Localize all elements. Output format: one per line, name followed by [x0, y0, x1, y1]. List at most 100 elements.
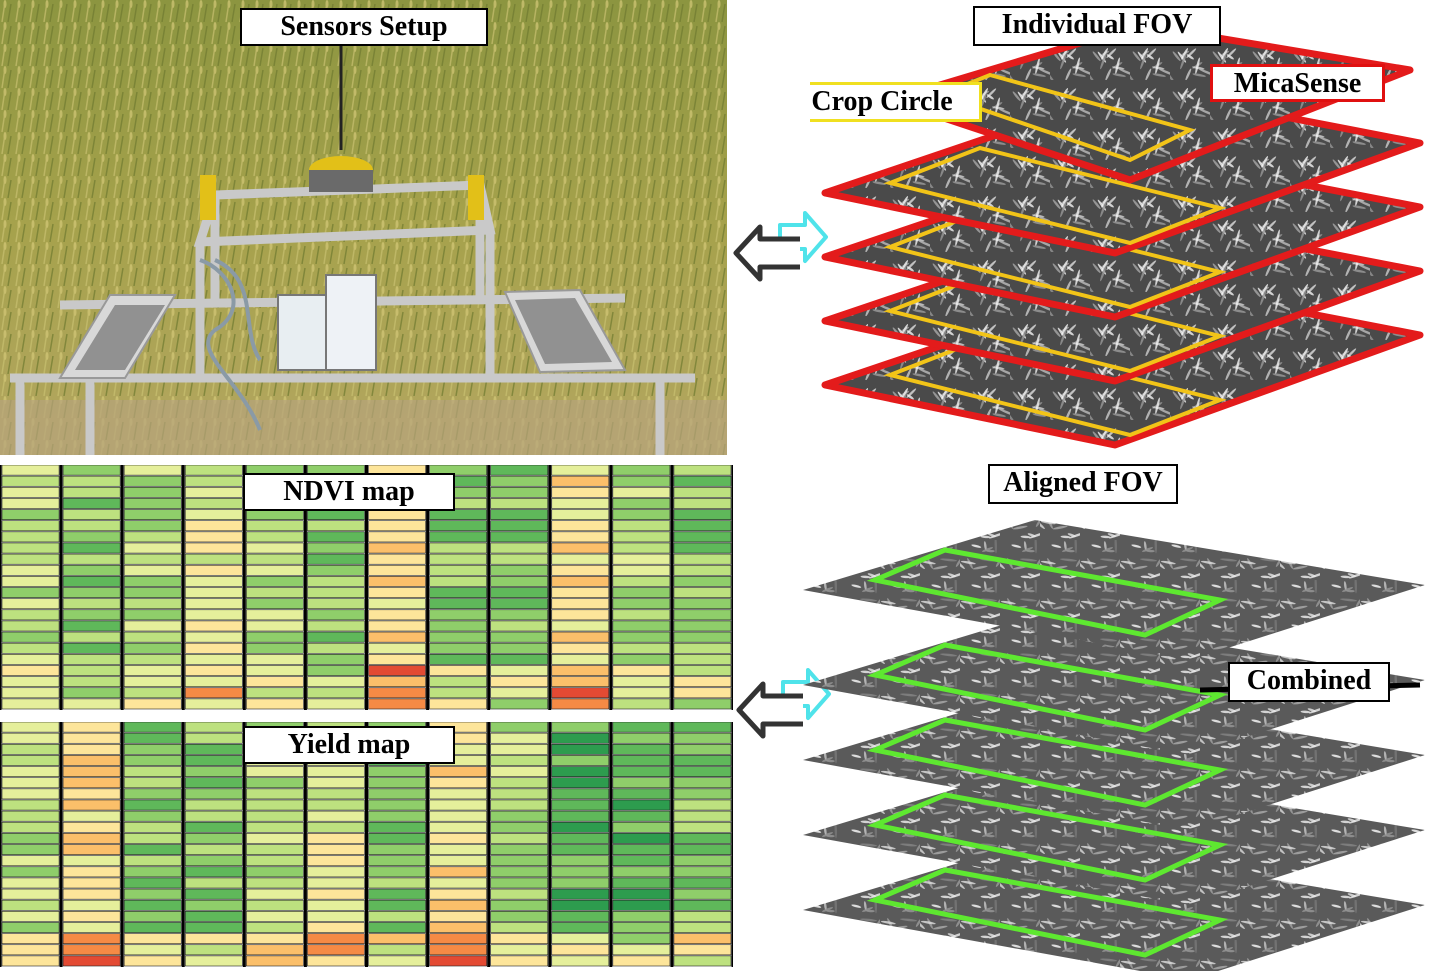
- map-cell: [673, 609, 732, 621]
- map-cell: [429, 899, 487, 911]
- map-cell: [368, 576, 426, 587]
- map-cell: [429, 465, 487, 476]
- map-cell: [62, 642, 121, 654]
- map-cell: [184, 722, 243, 733]
- map-cell: [490, 687, 549, 699]
- map-cell: [62, 866, 121, 878]
- map-cell: [673, 755, 732, 766]
- yield-map: Yield map: [0, 722, 733, 967]
- map-cell: [612, 654, 671, 665]
- map-cell: [612, 732, 671, 744]
- individual-fov-label: Individual FOV: [973, 6, 1221, 46]
- map-cell: [551, 810, 610, 822]
- map-cell: [184, 933, 243, 945]
- map-cell: [368, 821, 426, 833]
- map-cell: [1, 777, 60, 789]
- map-cell: [123, 722, 182, 733]
- map-cell: [490, 475, 549, 487]
- map-cell: [551, 465, 610, 476]
- map-cell: [1, 531, 60, 543]
- map-cell: [62, 509, 121, 520]
- map-cell: [368, 933, 426, 945]
- ndvi-map-label: NDVI map: [243, 473, 455, 511]
- map-cell: [62, 542, 121, 554]
- map-cell: [62, 844, 121, 855]
- map-cell: [246, 576, 304, 587]
- map-cell: [307, 531, 365, 543]
- map-cell: [673, 520, 732, 532]
- map-cell: [612, 498, 671, 509]
- map-cell: [62, 810, 121, 822]
- map-cell: [673, 542, 732, 554]
- bottom-arrows: [733, 662, 833, 742]
- map-cell: [490, 665, 549, 676]
- map-cell: [429, 542, 487, 554]
- map-cell: [123, 732, 182, 744]
- map-cell: [1, 899, 60, 911]
- map-cell: [429, 799, 487, 811]
- map-cell: [62, 564, 121, 576]
- map-cell: [612, 665, 671, 676]
- map-cell: [490, 576, 549, 587]
- map-cell: [123, 899, 182, 911]
- map-cell: [673, 743, 732, 755]
- map-cell: [429, 609, 487, 621]
- map-cell: [429, 766, 487, 777]
- map-cell: [368, 520, 426, 532]
- map-cell: [123, 955, 182, 967]
- map-cell: [1, 465, 60, 476]
- map-cell: [1, 698, 60, 710]
- map-cell: [551, 866, 610, 878]
- map-cell: [1, 509, 60, 520]
- map-cell: [490, 777, 549, 789]
- map-cell: [1, 564, 60, 576]
- map-cell: [429, 810, 487, 822]
- map-cell: [307, 888, 365, 900]
- map-cell: [429, 620, 487, 632]
- map-cell: [612, 899, 671, 911]
- map-cell: [1, 620, 60, 632]
- map-cell: [123, 531, 182, 543]
- yield-map-label: Yield map: [243, 726, 455, 764]
- map-cell: [246, 509, 304, 520]
- sensors-setup-photo: Sensors Setup: [0, 0, 727, 455]
- map-cell: [673, 576, 732, 587]
- map-cell: [551, 833, 610, 844]
- map-cell: [1, 732, 60, 744]
- map-cell: [62, 620, 121, 632]
- map-cell: [612, 542, 671, 554]
- map-cell: [368, 899, 426, 911]
- map-cell: [551, 899, 610, 911]
- map-cell: [123, 553, 182, 565]
- map-cell: [62, 698, 121, 710]
- map-cell: [429, 654, 487, 665]
- map-cell: [673, 722, 732, 733]
- map-cell: [246, 810, 304, 822]
- aligned-layer: [803, 765, 1425, 905]
- map-cell: [1, 598, 60, 610]
- map-cell: [490, 698, 549, 710]
- map-cell: [62, 933, 121, 945]
- map-cell: [612, 698, 671, 710]
- aligned-fov-label: Aligned FOV: [988, 464, 1178, 504]
- map-cell: [1, 576, 60, 587]
- map-cell: [307, 899, 365, 911]
- map-cell: [551, 676, 610, 688]
- map-cell: [62, 498, 121, 509]
- map-cell: [612, 799, 671, 811]
- map-cell: [673, 788, 732, 800]
- map-cell: [184, 899, 243, 911]
- map-cell: [673, 486, 732, 498]
- map-cell: [1, 933, 60, 945]
- map-cell: [184, 620, 243, 632]
- map-cell: [184, 475, 243, 487]
- map-cell: [368, 877, 426, 889]
- map-cell: [246, 542, 304, 554]
- map-cell: [1, 743, 60, 755]
- individual-fov-stack: Individual FOV MicaSense Crop Circle: [810, 0, 1429, 455]
- map-cell: [246, 642, 304, 654]
- map-cell: [184, 766, 243, 777]
- map-cell: [123, 486, 182, 498]
- map-cell: [612, 722, 671, 733]
- map-cell: [429, 520, 487, 532]
